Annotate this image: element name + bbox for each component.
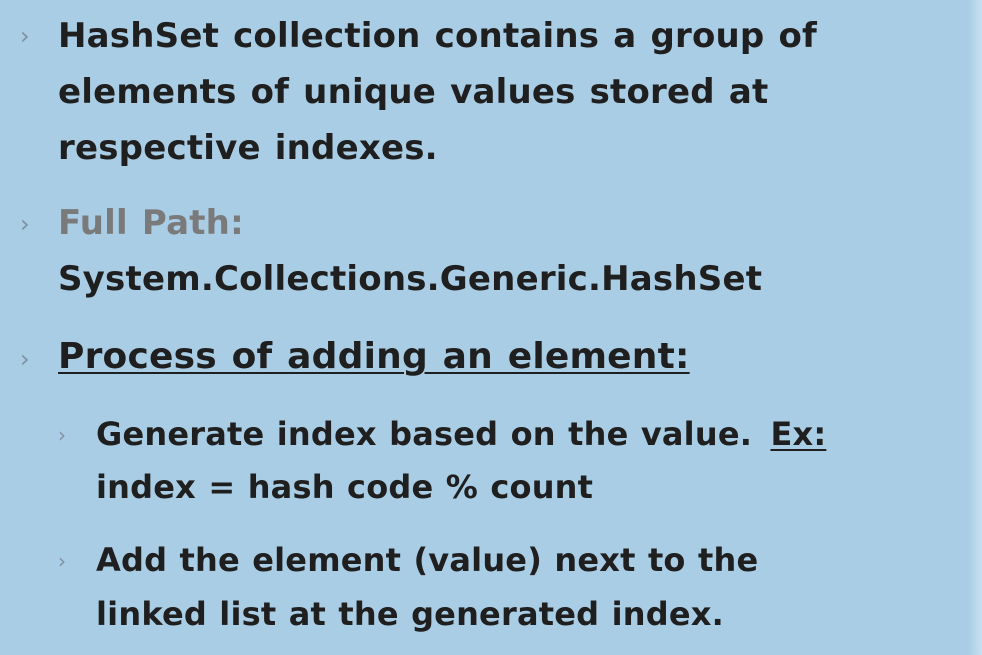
add-element-line-2: linked list at the generated index.	[96, 595, 724, 633]
add-element-line-1: Add the element (value) next to the	[96, 541, 759, 579]
chevron-right-icon: ›	[20, 210, 30, 238]
hashset-description-line-3: respective indexes.	[58, 128, 438, 168]
chevron-right-icon: ›	[20, 345, 30, 373]
hashset-description-line-2: elements of unique values stored at	[58, 72, 769, 112]
slide-edge-strip	[968, 0, 982, 655]
chevron-right-icon: ›	[58, 423, 66, 447]
chevron-right-icon: ›	[58, 549, 66, 573]
chevron-right-icon: ›	[20, 22, 30, 50]
generate-index-formula: index = hash code % count	[96, 468, 594, 506]
generate-index-line-1: Generate index based on the value. Ex:	[96, 415, 826, 453]
adding-process-heading: Process of adding an element:	[58, 336, 690, 377]
hashset-description-line-1: HashSet collection contains a group of	[58, 16, 818, 56]
full-path-value: System.Collections.Generic.HashSet	[58, 259, 763, 299]
full-path-heading: Full Path:	[58, 203, 244, 243]
generate-index-text: Generate index based on the value.	[96, 415, 753, 453]
example-label: Ex:	[770, 415, 827, 453]
